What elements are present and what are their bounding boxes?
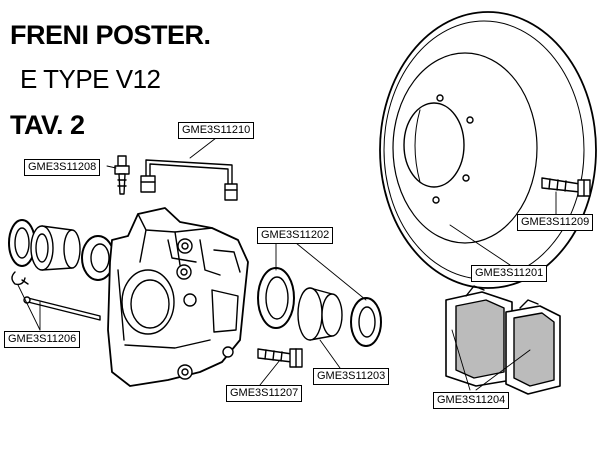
mounting-bolt-drawing — [257, 348, 303, 368]
title-line-3: TAV. 2 — [10, 110, 85, 140]
bleed-screw-drawing — [114, 155, 130, 195]
part-label-gme3s11202: GME3S11202 — [257, 227, 334, 244]
part-label-gme3s11207: GME3S11207 — [226, 385, 303, 402]
title-line-2: E TYPE V12 — [20, 64, 161, 94]
caliper-body-drawing — [107, 207, 249, 387]
piston-drawing — [297, 287, 343, 341]
retaining-pin-drawing — [11, 271, 101, 321]
brake-disc-drawing — [379, 11, 597, 289]
seal-ring-small-drawing — [350, 297, 382, 347]
title-line-1: FRENI POSTER. — [10, 20, 211, 50]
part-label-gme3s11209: GME3S11209 — [517, 214, 594, 231]
leader-lines — [17, 137, 557, 391]
part-label-gme3s11203: GME3S11203 — [313, 368, 390, 385]
piston-left-drawing — [30, 225, 81, 271]
brake-pads-drawing — [445, 285, 561, 395]
part-label-gme3s11204: GME3S11204 — [433, 392, 510, 409]
part-label-gme3s11210: GME3S11210 — [178, 122, 255, 139]
caliper-bolt-drawing — [541, 177, 591, 197]
seal-ring-right-drawing — [257, 267, 295, 329]
part-label-gme3s11208: GME3S11208 — [24, 159, 101, 176]
part-label-gme3s11206: GME3S11206 — [4, 331, 81, 348]
part-label-gme3s11201: GME3S11201 — [471, 265, 548, 282]
brake-pipe-drawing — [140, 159, 238, 201]
